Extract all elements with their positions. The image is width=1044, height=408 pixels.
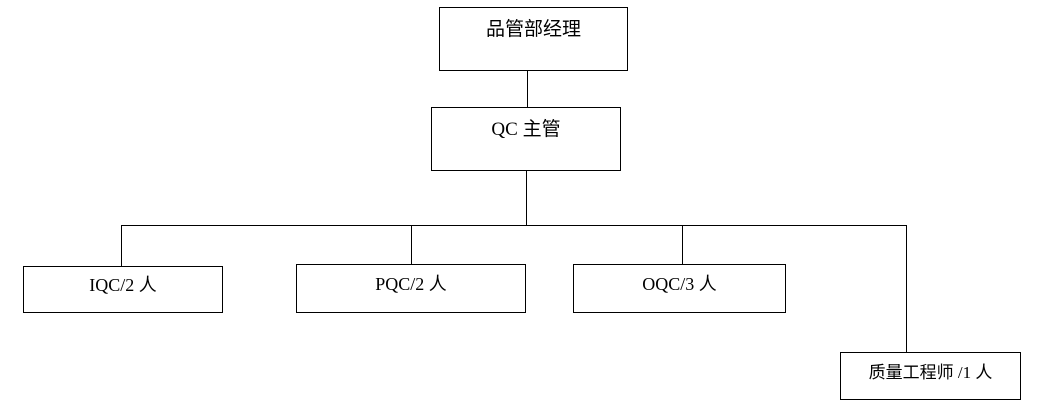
org-node-iqc[interactable]: IQC/2 人	[23, 266, 223, 313]
org-node-iqc-label: IQC/2 人	[89, 274, 157, 295]
connector-bus-to-oqc	[682, 225, 683, 264]
org-node-oqc-label: OQC/3 人	[642, 273, 717, 294]
connector-bus-to-iqc	[121, 225, 122, 266]
connector-horizontal-bus	[121, 225, 907, 226]
org-node-oqc[interactable]: OQC/3 人	[573, 264, 786, 313]
org-node-manager[interactable]: 品管部经理	[439, 7, 628, 71]
org-node-quality-engineer-label: 质量工程师 /1 人	[868, 362, 993, 382]
org-node-qc-supervisor[interactable]: QC 主管	[431, 107, 621, 171]
org-node-quality-engineer[interactable]: 质量工程师 /1 人	[840, 352, 1021, 400]
connector-bus-to-quality-engineer	[906, 225, 907, 352]
org-node-qc-supervisor-label: QC 主管	[491, 118, 561, 140]
connector-manager-to-supervisor	[527, 71, 528, 107]
connector-bus-to-pqc	[411, 225, 412, 264]
connector-supervisor-to-bus	[526, 171, 527, 226]
org-node-pqc[interactable]: PQC/2 人	[296, 264, 526, 313]
org-node-manager-label: 品管部经理	[485, 18, 581, 40]
org-node-pqc-label: PQC/2 人	[375, 273, 447, 294]
